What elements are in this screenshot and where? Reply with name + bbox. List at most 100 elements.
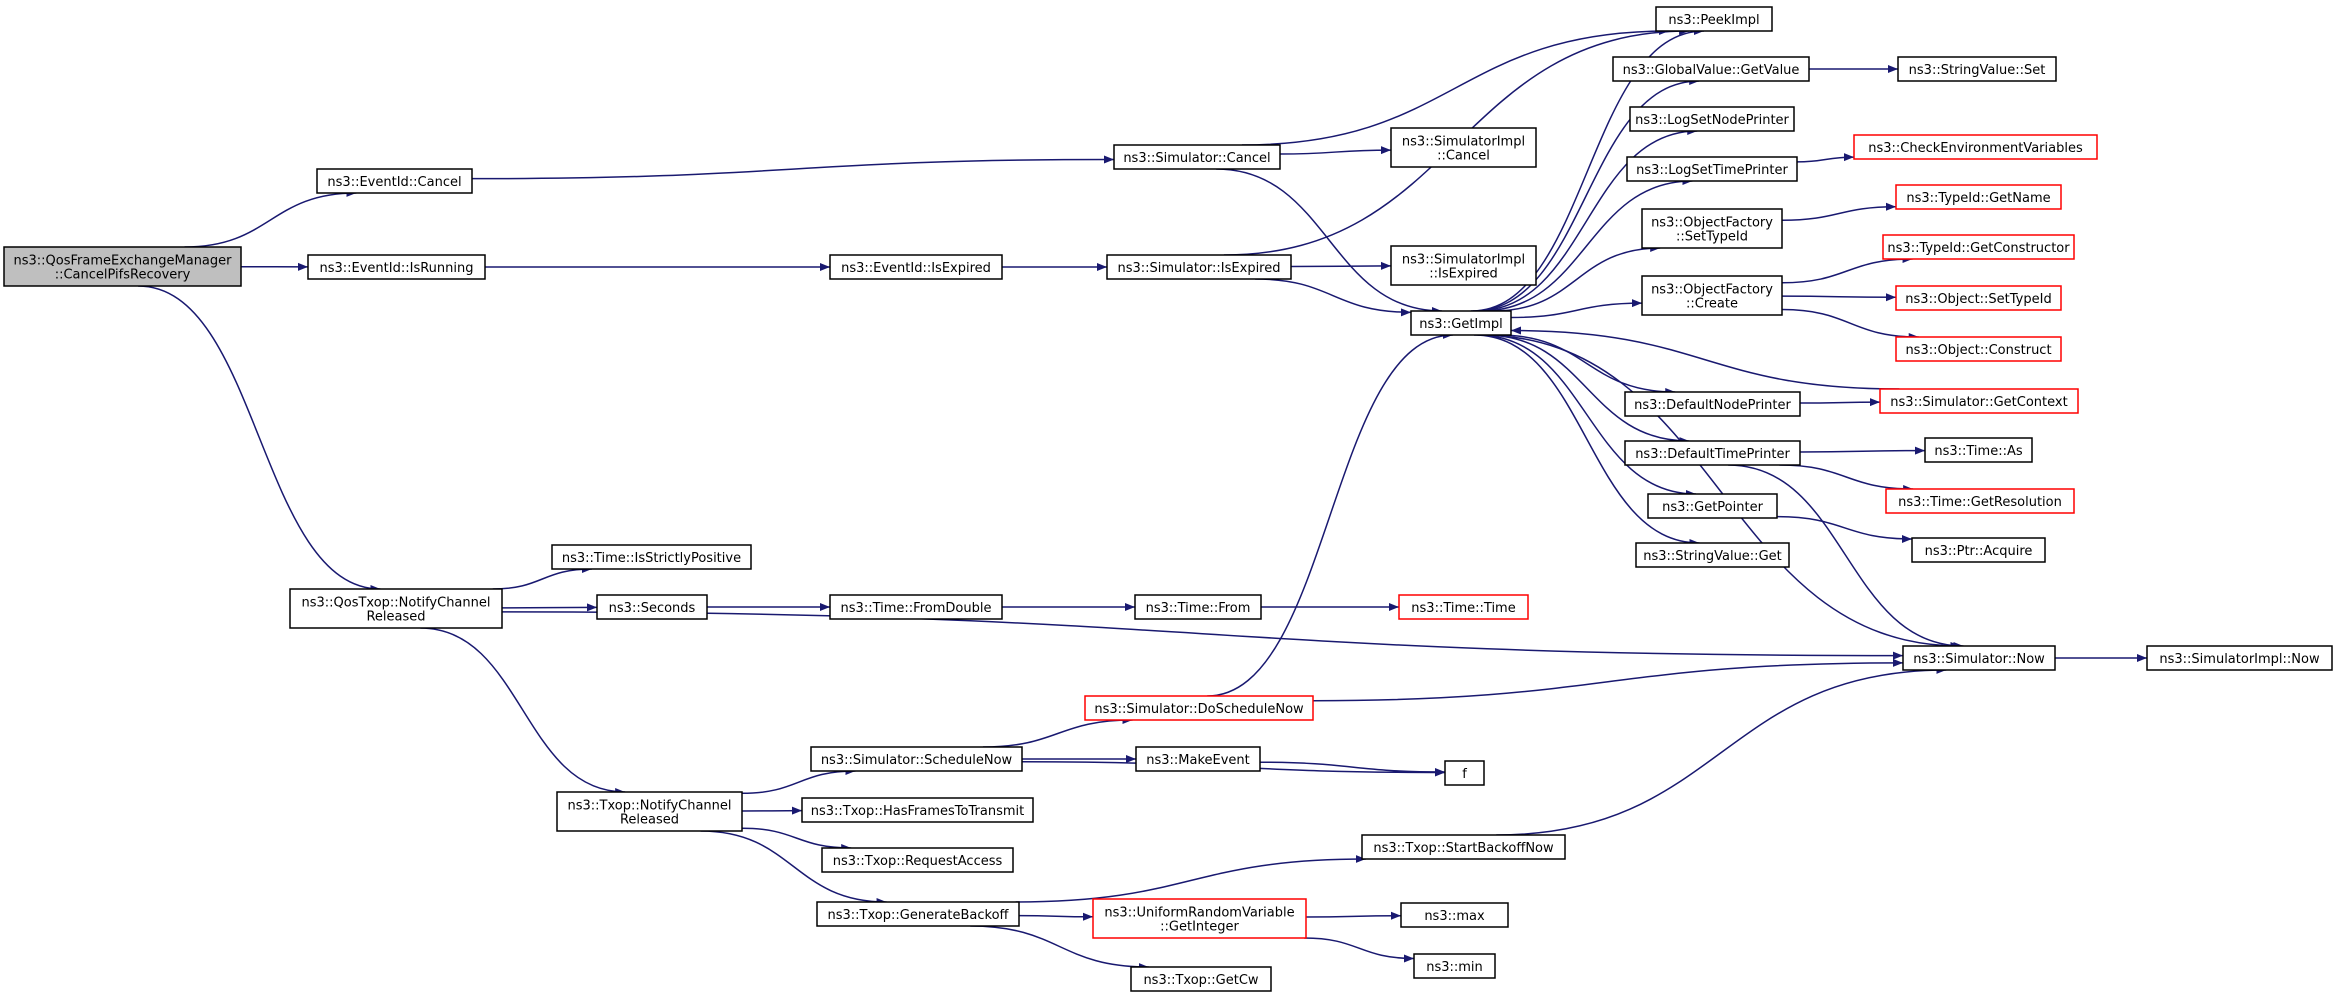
node-root: ns3::QosFrameExchangeManager::CancelPifs…: [3, 246, 242, 287]
edge-get-impl-to-of-set-type-id: [1492, 244, 1661, 312]
edge-ev-cancel-to-sim-cancel: [471, 155, 1115, 180]
node-label: ns3::EventId::IsRunning: [319, 261, 473, 276]
node-box: [829, 594, 1003, 620]
node-tid-get-ctor[interactable]: ns3::TypeId::GetConstructor: [1882, 234, 2075, 260]
node-box: [3, 246, 242, 287]
node-box: [1624, 391, 1801, 417]
edge-sim-cancel-to-impl-cancel: [1279, 146, 1392, 155]
node-label: ns3::UniformRandomVariable: [1104, 906, 1294, 921]
node-max[interactable]: ns3::max: [1400, 902, 1509, 928]
node-urv-get-int[interactable]: ns3::UniformRandomVariable::GetInteger: [1092, 898, 1307, 939]
node-box: [307, 254, 486, 280]
node-seconds[interactable]: ns3::Seconds: [596, 594, 708, 620]
node-sim-cancel[interactable]: ns3::Simulator::Cancel: [1113, 144, 1281, 170]
node-log-time[interactable]: ns3::LogSetTimePrinter: [1626, 156, 1798, 182]
node-time-as[interactable]: ns3::Time::As: [1924, 437, 2033, 463]
node-min[interactable]: ns3::min: [1413, 953, 1496, 979]
node-label: ns3::GetPointer: [1662, 500, 1763, 515]
node-time-from-double[interactable]: ns3::Time::FromDouble: [829, 594, 1003, 620]
node-tid-get-name[interactable]: ns3::TypeId::GetName: [1895, 184, 2062, 210]
node-label: ns3::TypeId::GetName: [1906, 191, 2050, 206]
node-label: ns3::min: [1426, 960, 1483, 975]
node-obj-set-type-id[interactable]: ns3::Object::SetTypeId: [1895, 285, 2062, 311]
node-peek-impl[interactable]: ns3::PeekImpl: [1655, 6, 1773, 32]
node-label: ns3::Simulator::GetContext: [1890, 395, 2067, 410]
node-box: [1655, 6, 1773, 32]
node-check-env[interactable]: ns3::CheckEnvironmentVariables: [1853, 134, 2098, 160]
node-of-set-type-id[interactable]: ns3::ObjectFactory::SetTypeId: [1641, 208, 1783, 249]
node-sim-is-expired[interactable]: ns3::Simulator::IsExpired: [1106, 254, 1292, 280]
node-ev-is-running[interactable]: ns3::EventId::IsRunning: [307, 254, 486, 280]
node-label: ns3::GetImpl: [1419, 317, 1503, 332]
node-get-impl[interactable]: ns3::GetImpl: [1410, 310, 1512, 336]
node-req-access[interactable]: ns3::Txop::RequestAccess: [821, 847, 1014, 873]
node-f[interactable]: f: [1444, 760, 1485, 786]
node-box: [1400, 902, 1509, 928]
node-label: ns3::SimulatorImpl: [1402, 253, 1525, 268]
node-box: [1879, 388, 2079, 414]
edge-txop-notify-to-gen-backoff: [700, 830, 887, 906]
node-time-time[interactable]: ns3::Time::Time: [1398, 594, 1529, 620]
node-label: ns3::Object::SetTypeId: [1905, 292, 2051, 307]
node-get-pointer[interactable]: ns3::GetPointer: [1647, 493, 1778, 519]
node-start-backoff[interactable]: ns3::Txop::StartBackoffNow: [1361, 834, 1566, 860]
node-sv-get[interactable]: ns3::StringValue::Get: [1635, 542, 1790, 568]
node-def-node-printer[interactable]: ns3::DefaultNodePrinter: [1624, 391, 1801, 417]
node-box: [1626, 156, 1798, 182]
node-box: [1895, 336, 2062, 362]
node-label: ns3::Simulator::ScheduleNow: [821, 753, 1013, 768]
node-get-cw[interactable]: ns3::Txop::GetCw: [1130, 966, 1272, 992]
node-sv-set[interactable]: ns3::StringValue::Set: [1897, 56, 2057, 82]
node-label: Released: [620, 813, 679, 828]
node-label: ::Cancel: [1437, 149, 1490, 164]
node-label: ns3::Time::From: [1146, 601, 1251, 616]
node-impl-cancel[interactable]: ns3::SimulatorImpl::Cancel: [1390, 127, 1537, 168]
node-box: [1641, 275, 1783, 316]
node-sim-do-sched[interactable]: ns3::Simulator::DoScheduleNow: [1084, 695, 1314, 721]
node-label: Released: [366, 610, 425, 625]
edge-make-event-to-f: [1259, 761, 1446, 776]
node-label: ns3::Seconds: [609, 601, 696, 616]
node-label: ns3::Simulator::DoScheduleNow: [1094, 702, 1304, 717]
node-label: ns3::Simulator::Cancel: [1123, 151, 1270, 166]
edge-txop-notify-to-sim-sched-now: [741, 767, 856, 795]
edge-sim-do-sched-to-get-impl: [1207, 331, 1453, 697]
node-label: ns3::Txop::HasFramesToTransmit: [811, 804, 1024, 819]
edge-get-impl-to-log-time: [1480, 177, 1693, 312]
node-time-strict-pos[interactable]: ns3::Time::IsStrictlyPositive: [551, 544, 752, 570]
node-has-frames[interactable]: ns3::Txop::HasFramesToTransmit: [801, 797, 1034, 823]
node-box: [801, 797, 1034, 823]
node-time-from[interactable]: ns3::Time::From: [1134, 594, 1262, 620]
edge-log-time-to-check-env: [1796, 153, 1855, 163]
edge-get-impl-to-peek-impl: [1470, 27, 1705, 312]
node-gv-get-value[interactable]: ns3::GlobalValue::GetValue: [1612, 56, 1810, 82]
node-sim-get-context[interactable]: ns3::Simulator::GetContext: [1879, 388, 2079, 414]
node-ev-is-expired[interactable]: ns3::EventId::IsExpired: [829, 254, 1003, 280]
node-sim-sched-now[interactable]: ns3::Simulator::ScheduleNow: [810, 746, 1023, 772]
edge-urv-get-int-to-min: [1304, 937, 1415, 963]
node-def-time-printer[interactable]: ns3::DefaultTimePrinter: [1624, 440, 1801, 466]
node-label: ns3::StringValue::Set: [1909, 63, 2046, 78]
node-obj-construct[interactable]: ns3::Object::Construct: [1895, 336, 2062, 362]
node-of-create[interactable]: ns3::ObjectFactory::Create: [1641, 275, 1783, 316]
edge-sim-cancel-to-get-impl: [1216, 168, 1442, 315]
node-label: ns3::ObjectFactory: [1651, 283, 1773, 298]
node-label: ns3::ObjectFactory: [1651, 216, 1773, 231]
node-label: ns3::Txop::GetCw: [1143, 973, 1258, 988]
node-ev-cancel[interactable]: ns3::EventId::Cancel: [316, 168, 473, 194]
node-gen-backoff[interactable]: ns3::Txop::GenerateBackoff: [816, 901, 1020, 927]
node-ptr-acquire[interactable]: ns3::Ptr::Acquire: [1911, 537, 2046, 563]
node-time-get-res[interactable]: ns3::Time::GetResolution: [1885, 488, 2075, 514]
node-log-node[interactable]: ns3::LogSetNodePrinter: [1629, 106, 1795, 132]
edge-gen-backoff-to-get-cw: [970, 925, 1149, 971]
node-make-event[interactable]: ns3::MakeEvent: [1135, 746, 1261, 772]
node-box: [2146, 645, 2333, 671]
node-label: ns3::Time::IsStrictlyPositive: [562, 551, 741, 566]
node-impl-is-expired[interactable]: ns3::SimulatorImpl::IsExpired: [1390, 245, 1537, 286]
node-box: [1410, 310, 1512, 336]
node-impl-now[interactable]: ns3::SimulatorImpl::Now: [2146, 645, 2333, 671]
node-sim-now[interactable]: ns3::Simulator::Now: [1902, 645, 2056, 671]
